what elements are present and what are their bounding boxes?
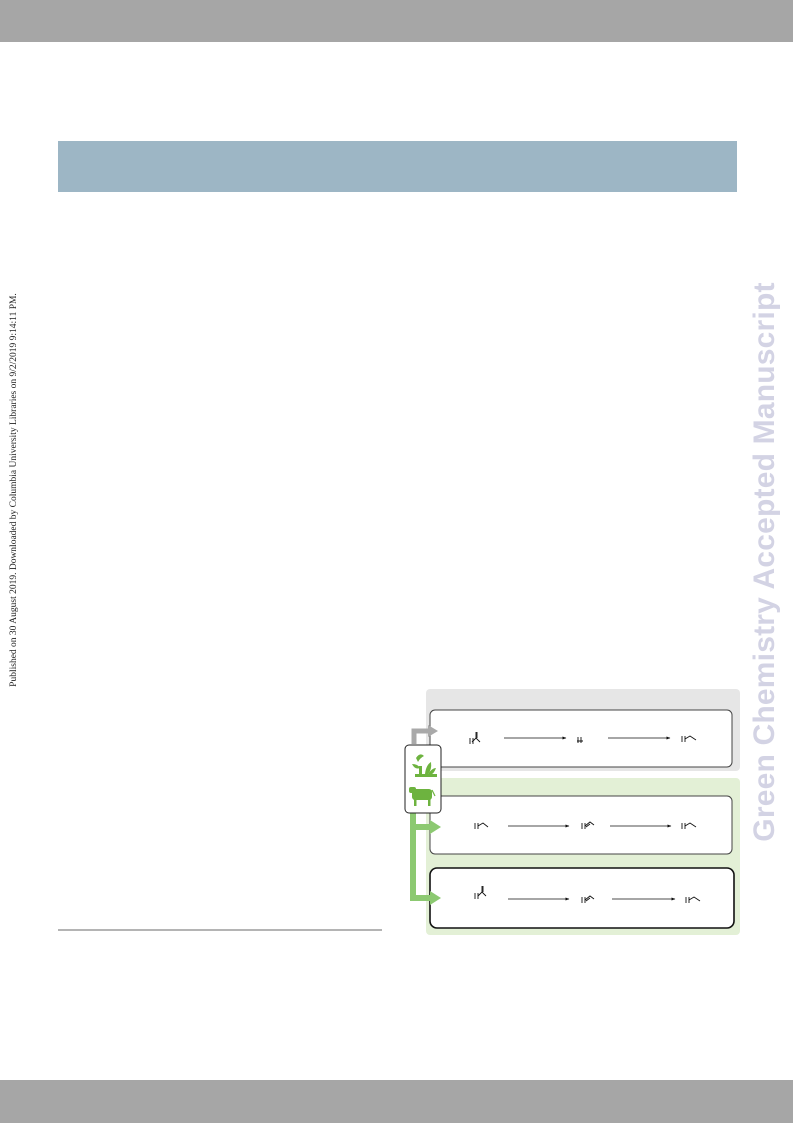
cow-icon	[409, 787, 436, 806]
reaction-scheme	[404, 689, 740, 935]
plant-icon	[412, 754, 437, 777]
publication-note: Published on 30 August 2019. Downloaded …	[9, 293, 19, 687]
header-bar	[0, 0, 793, 42]
route-3-molecules	[474, 886, 701, 903]
route-2-molecules	[474, 821, 697, 829]
footer-bar	[0, 1080, 793, 1123]
footnote-divider	[58, 929, 382, 931]
watermark: Green Chemistry Accepted Manuscript	[748, 282, 781, 842]
green-feed-arrow	[410, 808, 432, 901]
route-1-molecules	[469, 732, 697, 744]
title-band	[58, 141, 737, 192]
gray-feed-arrow	[411, 728, 430, 744]
